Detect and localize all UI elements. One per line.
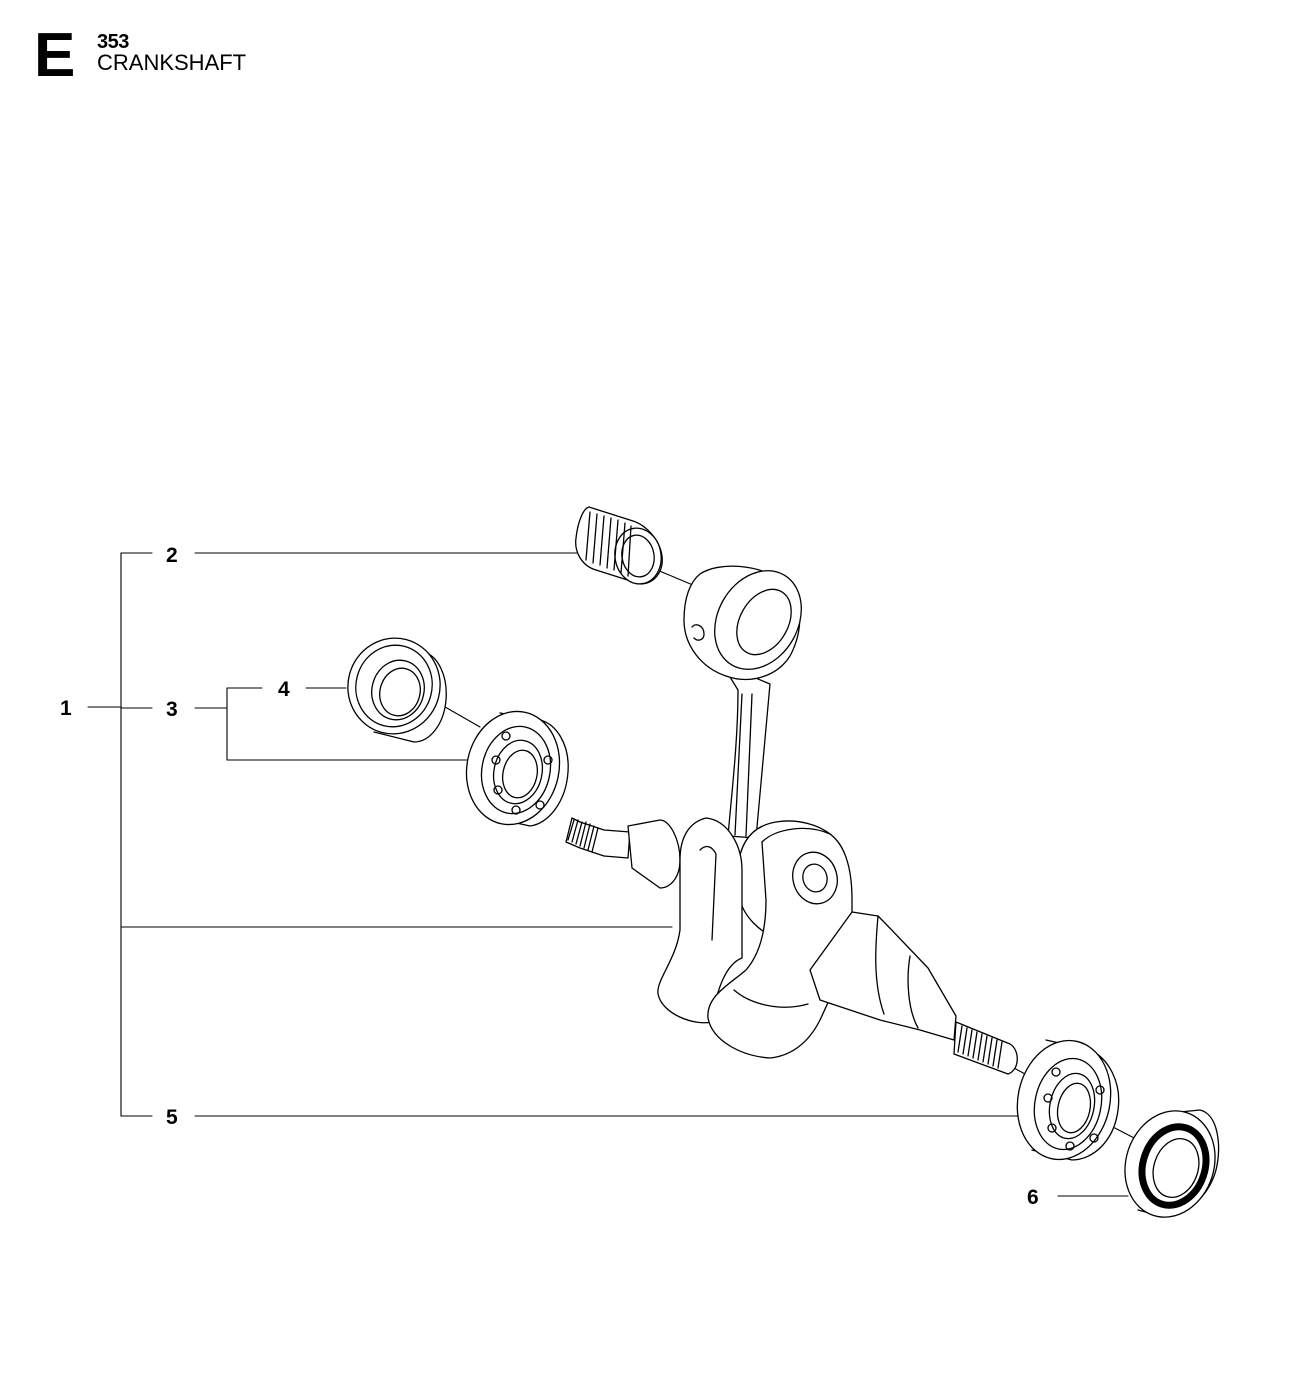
- ball-bearing-left: [465, 710, 569, 827]
- needle-bearing: [575, 506, 663, 585]
- callout-3: 3: [166, 698, 178, 721]
- callout-2: 2: [166, 544, 178, 567]
- crankshaft: [565, 817, 1018, 1075]
- callout-labels: 1 2 3 4 5 6: [60, 544, 1039, 1209]
- callout-4: 4: [278, 678, 290, 701]
- section-letter: E: [34, 21, 76, 90]
- callout-1: 1: [60, 697, 72, 720]
- callout-6: 6: [1027, 1186, 1039, 1209]
- model-number: 353: [97, 31, 129, 53]
- oil-seal-left: [347, 637, 447, 743]
- leader-lines: [87, 552, 1129, 1197]
- section-title: CRANKSHAFT: [97, 50, 247, 75]
- oil-seal-right: [1124, 1109, 1220, 1218]
- ball-bearing-right: [1016, 1039, 1120, 1161]
- callout-5: 5: [166, 1106, 178, 1129]
